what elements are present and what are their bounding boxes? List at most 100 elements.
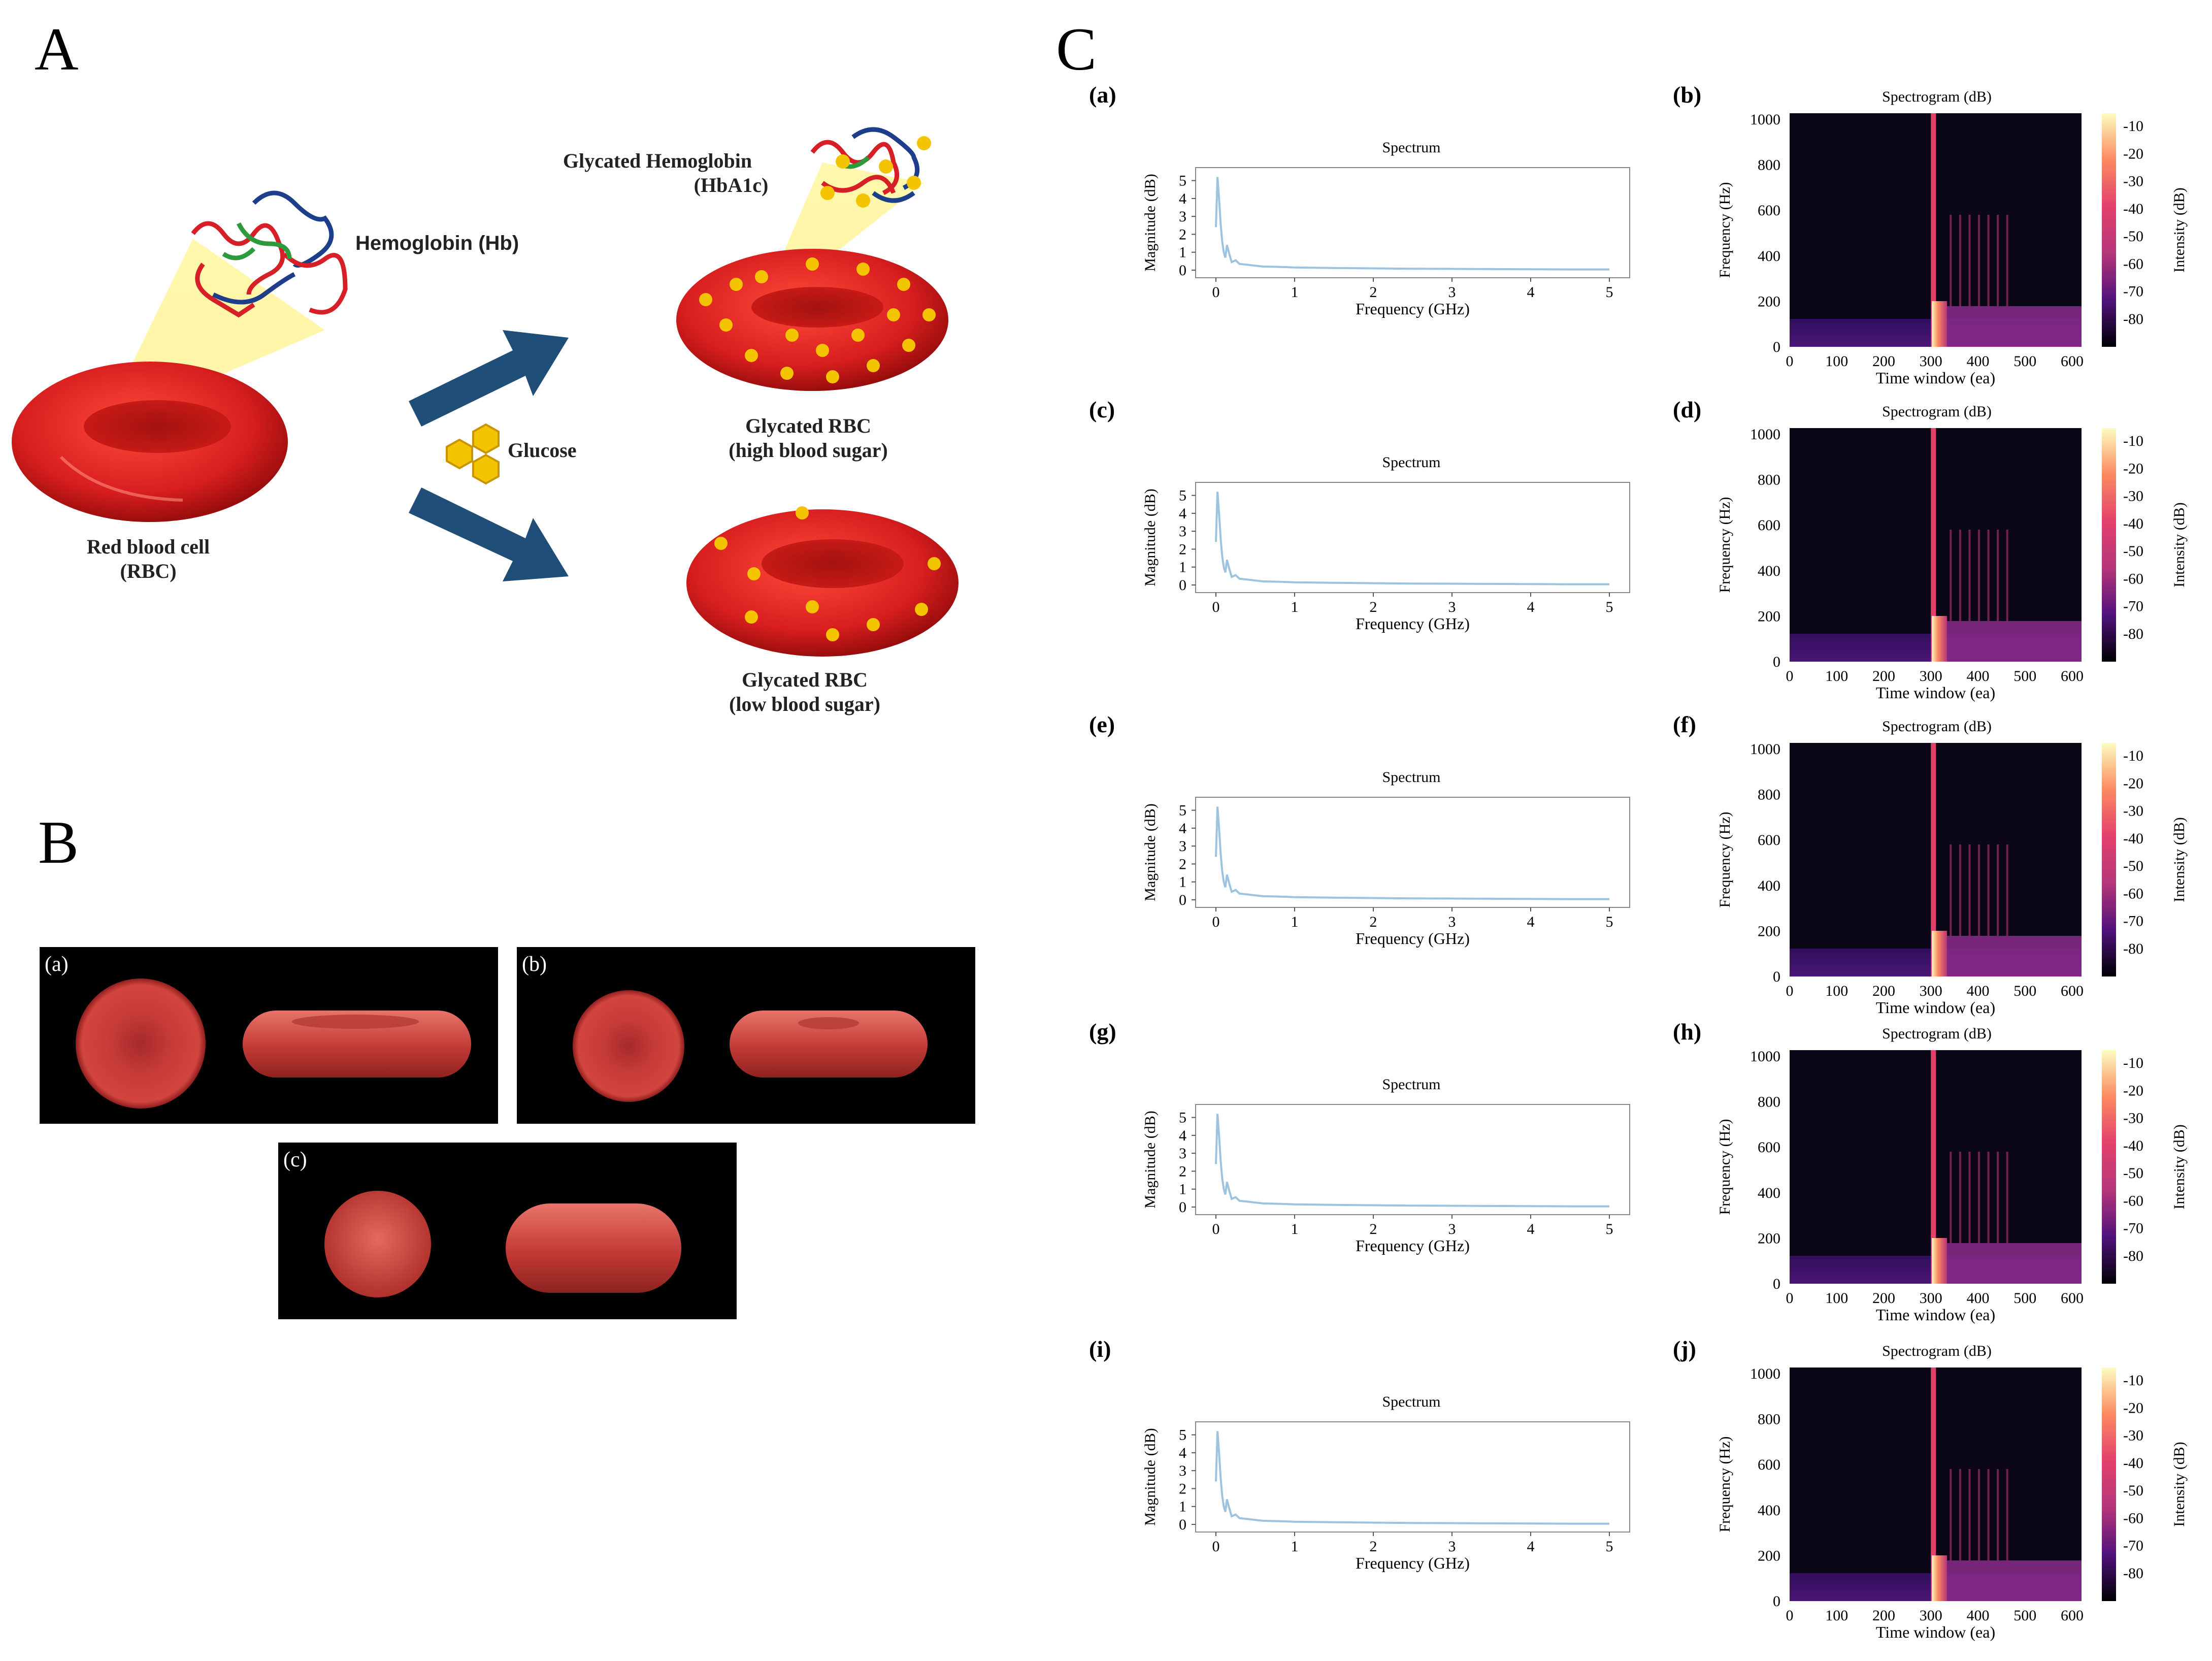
spectrogram-hotspot — [1932, 1238, 1947, 1284]
spectrum-xtick-label: 1 — [1291, 914, 1299, 930]
spectrogram-xtick-label: 0 — [1786, 983, 1794, 999]
spectrum-ytick-label: 3 — [1179, 523, 1186, 540]
colorbar-tick-label: -40 — [2123, 1137, 2143, 1154]
colorbar-tick-label: -70 — [2123, 598, 2143, 615]
spectrogram-onset-line — [1931, 1050, 1936, 1284]
glucose-dots-high — [699, 136, 936, 383]
colorbar-tick-label: -70 — [2123, 1220, 2143, 1237]
spectrogram-ytick-label: 400 — [1758, 563, 1780, 579]
spectrogram-harmonic — [1950, 844, 1952, 936]
spectrum-xtick-label: 1 — [1291, 1538, 1299, 1555]
spectrogram-harmonic — [1977, 530, 1980, 621]
spectrum-frame — [1195, 1104, 1630, 1215]
colorbar-tick-label: -20 — [2123, 1399, 2143, 1416]
spectrogram-xlabel: Time window (ea) — [1876, 1623, 1995, 1641]
spectrogram-harmonic — [1977, 1152, 1980, 1243]
spectrum-ytick-label: 4 — [1179, 190, 1186, 207]
spectrogram-harmonic — [2006, 1152, 2008, 1243]
spectrum-sublabel: (g) — [1089, 1019, 1116, 1045]
spectrogram-xtick-label: 300 — [1920, 353, 1942, 370]
spectrogram-xtick-label: 200 — [1872, 1290, 1895, 1307]
spectrum-ytick-label: 3 — [1179, 838, 1186, 855]
colorbar-tick-label: -50 — [2123, 543, 2143, 560]
spectrum-xtick-label: 3 — [1448, 284, 1456, 301]
spectrogram-harmonic — [1950, 1152, 1952, 1243]
spectrogram-harmonic — [1950, 530, 1952, 621]
spectrum-ylabel: Magnitude (dB) — [1142, 1428, 1159, 1525]
spectrum-ytick-label: 5 — [1179, 802, 1186, 819]
spectrogram-sublabel: (b) — [1673, 82, 1701, 108]
label-high-1: Glycated RBC — [745, 414, 871, 437]
spectrum-ytick-label: 0 — [1179, 1516, 1186, 1533]
spectrogram-xtick-label: 100 — [1825, 1290, 1848, 1307]
spectrogram-ylabel: Frequency (Hz) — [1716, 1119, 1733, 1215]
spectrogram-harmonic — [1997, 844, 1999, 936]
spectrogram-harmonic — [1959, 530, 1961, 621]
spectrogram-ytick-label: 1000 — [1750, 1048, 1780, 1065]
colorbar-tick-label: -30 — [2123, 1427, 2143, 1444]
spectrum-ytick-label: 0 — [1179, 577, 1186, 594]
spectrogram-harmonic — [2006, 530, 2008, 621]
spectrogram-ytick-label: 200 — [1758, 608, 1780, 625]
spectrogram-harmonic — [2006, 215, 2008, 306]
spectrum-ytick-label: 0 — [1179, 1199, 1186, 1216]
spectrum-xtick-label: 4 — [1527, 284, 1535, 301]
spectrum-xtick-label: 3 — [1448, 1221, 1456, 1237]
spectrogram-sublabel: (f) — [1673, 711, 1696, 737]
spectrum-xtick-label: 5 — [1606, 914, 1613, 930]
spectrogram-ytick-label: 0 — [1773, 339, 1780, 355]
label-glycated-hb-1: Glycated Hemoglobin — [563, 149, 752, 172]
spectrum-line — [1215, 806, 1609, 900]
colorbar-tick-label: -80 — [2123, 1565, 2143, 1582]
spectrogram-band — [1933, 936, 2082, 976]
spectrum-ytick-label: 1 — [1179, 1499, 1186, 1515]
spectrogram-ytick-label: 800 — [1758, 787, 1780, 803]
spectrogram-ytick-label: 800 — [1758, 472, 1780, 488]
spectrum-xtick-label: 0 — [1212, 599, 1220, 615]
spectrum-xtick-label: 1 — [1291, 599, 1299, 615]
spectrum-ylabel: Magnitude (dB) — [1142, 488, 1159, 586]
arrow-down-icon — [409, 487, 569, 581]
colorbar-label: Intensity (dB) — [2171, 1124, 2188, 1209]
colorbar-tick-label: -70 — [2123, 1538, 2143, 1554]
spectrum-ytick-label: 1 — [1179, 874, 1186, 891]
spectrum-xtick-label: 2 — [1370, 284, 1377, 301]
colorbar-tick-label: -60 — [2123, 570, 2143, 587]
spectrogram-title: Spectrogram (dB) — [1882, 88, 1992, 105]
colorbar-tick-label: -80 — [2123, 311, 2143, 328]
spectrogram-harmonic — [1959, 1152, 1961, 1243]
spectrum-xtick-label: 3 — [1448, 1538, 1456, 1555]
spectrogram-xlabel: Time window (ea) — [1876, 683, 1995, 702]
spectrum-title: Spectrum — [1382, 769, 1441, 786]
sub-label-b: (b) — [522, 953, 547, 976]
colorbar-tick-label: -40 — [2123, 830, 2143, 847]
spectrogram-ytick-label: 400 — [1758, 248, 1780, 265]
spectrogram-title: Spectrogram (dB) — [1882, 1343, 1992, 1359]
spectrogram-title: Spectrogram (dB) — [1882, 718, 1992, 735]
spectrogram-ytick-label: 200 — [1758, 293, 1780, 310]
spectrogram-harmonic — [1997, 215, 1999, 306]
spectrogram-xtick-label: 400 — [1966, 1290, 1989, 1307]
spectrogram-ytick-label: 0 — [1773, 654, 1780, 670]
spectrogram-harmonic — [1968, 530, 1971, 621]
spectrogram-ytick-label: 0 — [1773, 1593, 1780, 1610]
spectrum-ytick-label: 5 — [1179, 173, 1186, 189]
colorbar-tick-label: -20 — [2123, 460, 2143, 477]
colorbar-tick-label: -10 — [2123, 747, 2143, 764]
spectrogram-xtick-label: 300 — [1920, 1290, 1942, 1307]
spectrogram-xtick-label: 500 — [2013, 983, 2036, 999]
spectrum-frame — [1195, 797, 1630, 908]
colorbar-tick-label: -60 — [2123, 1510, 2143, 1526]
spectrogram-xtick-label: 200 — [1872, 668, 1895, 685]
spectrum-ytick-label: 5 — [1179, 1110, 1186, 1126]
spectrogram-ytick-label: 1000 — [1750, 1365, 1780, 1382]
spectrogram-xtick-label: 200 — [1872, 353, 1895, 370]
spectrum-sublabel: (a) — [1089, 82, 1116, 108]
spectrogram-ytick-label: 0 — [1773, 1276, 1780, 1292]
spectrogram-xtick-label: 600 — [2061, 1290, 2084, 1307]
spectrum-sublabel: (i) — [1089, 1336, 1111, 1362]
colorbar-tick-label: -50 — [2123, 1482, 2143, 1499]
